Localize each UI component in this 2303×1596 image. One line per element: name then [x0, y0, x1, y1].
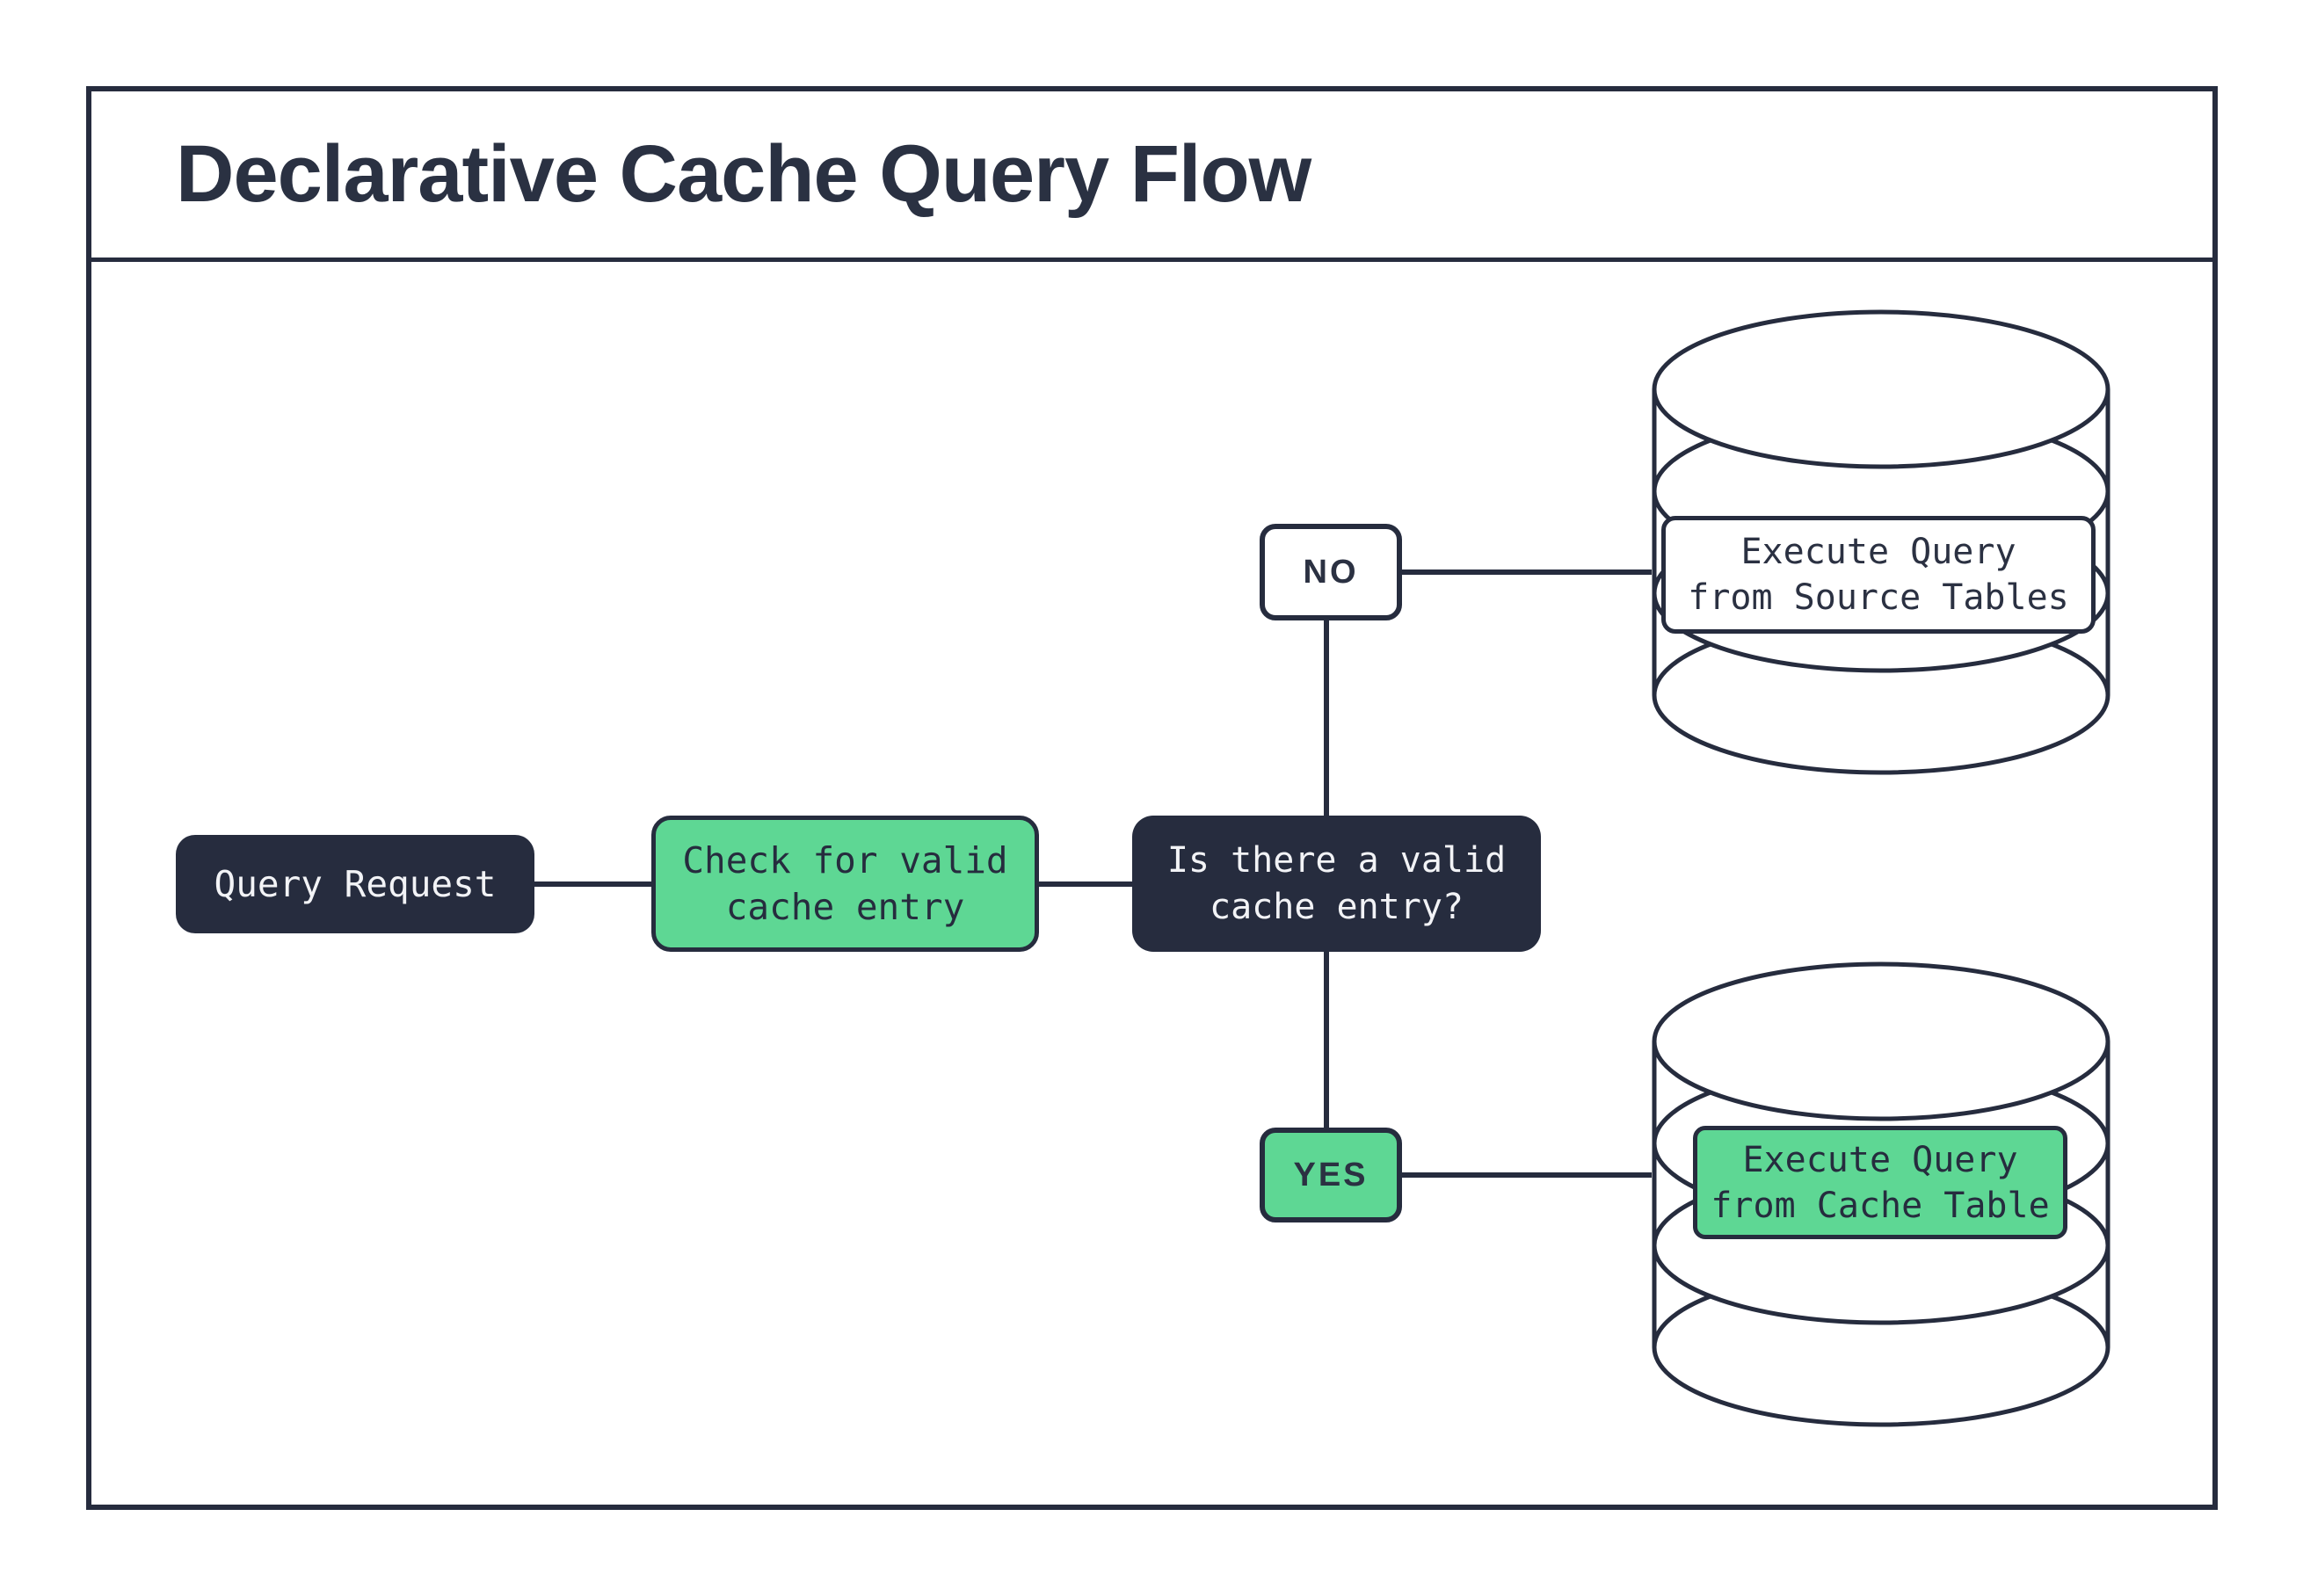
execute-source-line1: Execute Query: [1740, 532, 2016, 572]
execute-cache-line2: from Cache Table: [1711, 1185, 2050, 1226]
page-title: Declarative Cache Query Flow: [176, 129, 1311, 219]
decision-line2: cache entry?: [1210, 886, 1464, 927]
query-request-label: Query Request: [214, 862, 497, 905]
check-cache-line2: cache entry: [725, 885, 965, 928]
check-cache-node: Check for valid cache entry: [651, 816, 1039, 952]
connector-decision-to-no: [1324, 620, 1329, 816]
execute-cache-line1: Execute Query: [1742, 1139, 2018, 1180]
no-branch-node: NO: [1260, 524, 1402, 620]
execute-source-line2: from Source Tables: [1688, 577, 2069, 618]
check-cache-line1: Check for valid: [682, 838, 1008, 881]
no-branch-label: NO: [1303, 553, 1359, 591]
decision-line1: Is there a valid: [1166, 839, 1507, 881]
connector-check-to-decision: [1039, 881, 1132, 887]
connector-no-to-source-db: [1402, 569, 1652, 575]
execute-cache-node: Execute Query from Cache Table: [1693, 1126, 2067, 1239]
execute-source-node: Execute Query from Source Tables: [1661, 516, 2096, 634]
decision-node: Is there a valid cache entry?: [1132, 816, 1541, 952]
yes-branch-label: YES: [1293, 1156, 1369, 1193]
connector-yes-to-cache-db: [1402, 1172, 1652, 1178]
query-request-node: Query Request: [176, 835, 534, 933]
connector-decision-to-yes: [1324, 952, 1329, 1128]
diagram-header: Declarative Cache Query Flow: [86, 86, 2218, 262]
yes-branch-node: YES: [1260, 1128, 1402, 1222]
connector-query-to-check: [534, 881, 651, 887]
